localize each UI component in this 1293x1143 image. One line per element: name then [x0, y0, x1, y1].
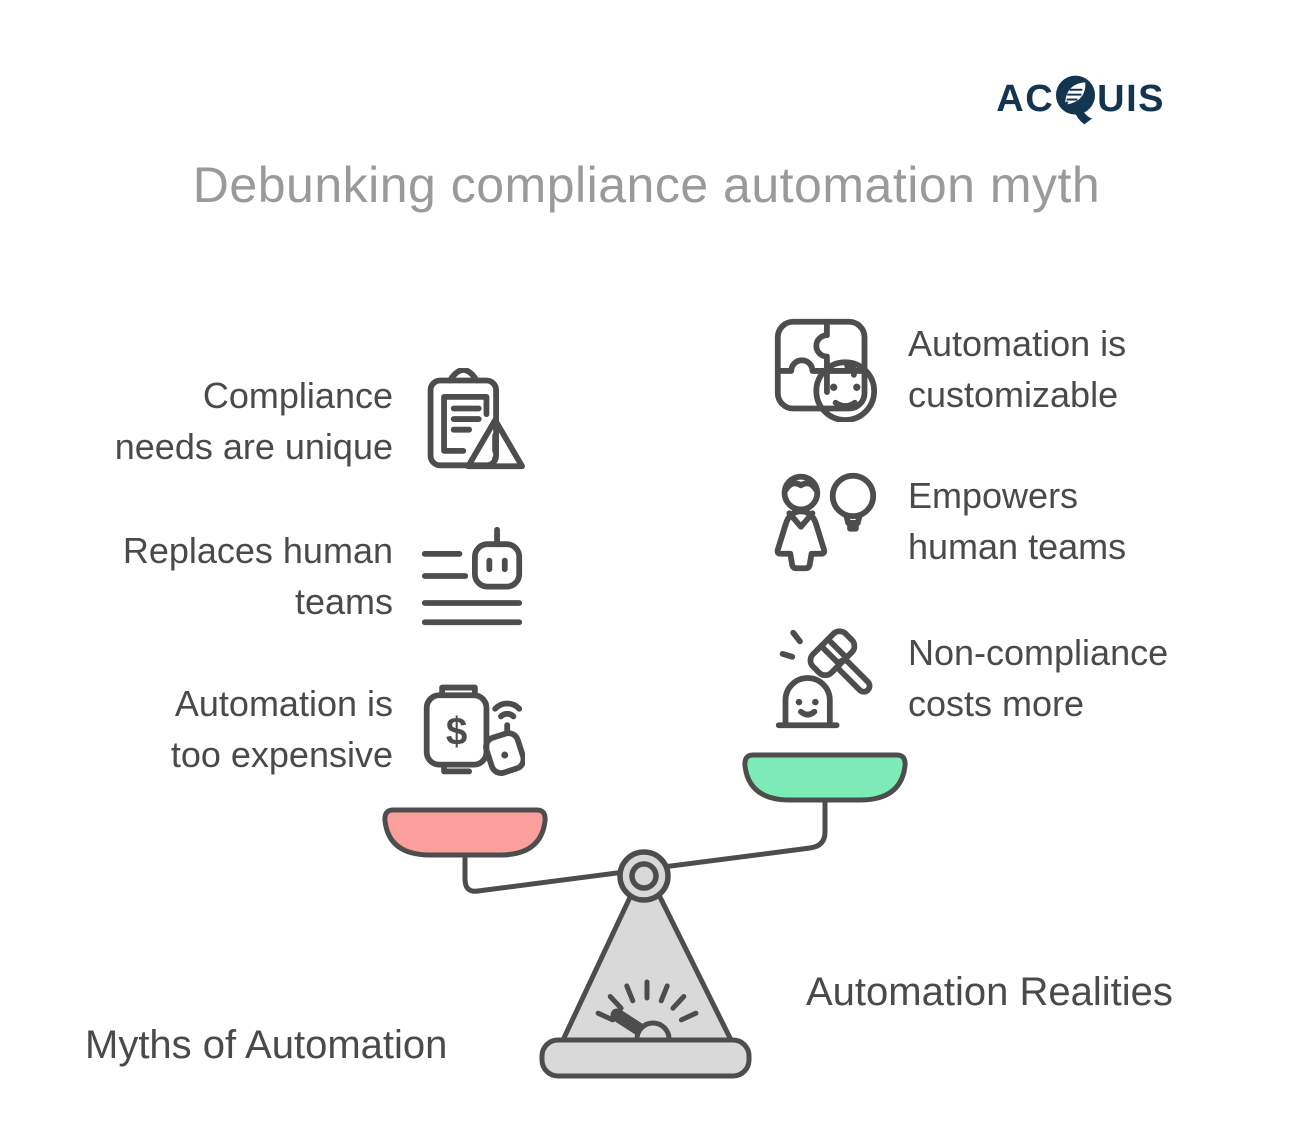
myth-item-too-expensive: Automation is too expensive $: [40, 676, 525, 782]
reality-label: Empowers human teams: [908, 474, 1127, 567]
scale-pivot-hub: [629, 861, 659, 891]
clipboard-warning-icon: [427, 368, 525, 470]
logo-text-prefix: AC: [996, 77, 1055, 120]
acquis-logo: AC UIS: [996, 72, 1165, 126]
right-scale-pan: [742, 752, 908, 803]
scale-base: [539, 1037, 752, 1079]
gavel-ghost-icon: [775, 628, 873, 729]
expensive-payment-icon: $: [423, 684, 525, 776]
reality-label: Automation is customizable: [908, 322, 1127, 415]
reality-item-customizable: Automation is customizable: [772, 316, 1252, 422]
myths-side-label: Myths of Automation: [85, 1023, 448, 1067]
reality-item-noncompliance-costs: Non-compliance costs more: [772, 625, 1252, 731]
myth-label: Compliance needs are unique: [114, 374, 393, 467]
reality-label: Non-compliance costs more: [908, 631, 1169, 724]
realities-side-label: Automation Realities: [806, 970, 1173, 1014]
logo-text-suffix: UIS: [1097, 77, 1165, 120]
robot-document-icon: [421, 526, 523, 626]
page-title: Debunking compliance automation myth: [192, 157, 1101, 213]
person-lightbulb-icon: [774, 472, 877, 572]
puzzle-smiley-icon: [774, 318, 878, 422]
balance-scale: [382, 752, 908, 1079]
left-scale-pan: [382, 807, 548, 858]
myth-label: Automation is too expensive: [170, 682, 393, 775]
reality-item-empowers-teams: Empowers human teams: [772, 468, 1252, 574]
leaf-q-icon: [1056, 75, 1096, 125]
myth-item-replaces-teams: Replaces human teams: [40, 523, 525, 629]
svg-text:$: $: [446, 710, 467, 753]
myth-item-unique-needs: Compliance needs are unique: [40, 368, 525, 474]
myth-label: Replaces human teams: [122, 529, 393, 622]
scale-pedestal: [560, 890, 734, 1043]
